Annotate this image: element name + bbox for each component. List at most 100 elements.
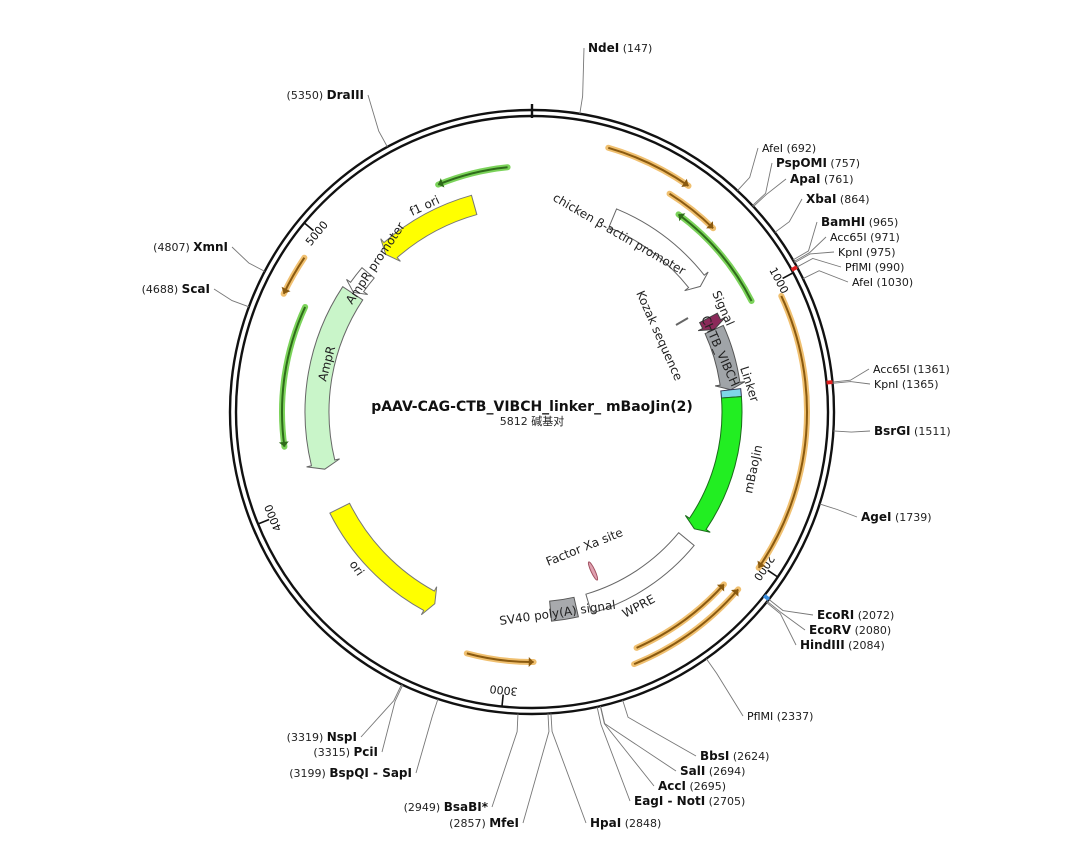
site-label-11: KpnI (1365): [874, 378, 939, 391]
orf-arrowhead-5: [528, 656, 534, 667]
orf-glow-8: [435, 164, 511, 188]
site-label-14: EcoRI (2072): [817, 608, 894, 622]
orf-arrowhead-3: [716, 584, 725, 592]
site-mark-1: [762, 594, 771, 601]
site-leader-7: [794, 251, 835, 264]
site-leader-3: [753, 178, 787, 207]
orf-arc-0: [608, 146, 690, 187]
site-leader-16: [766, 602, 797, 646]
site-leader-14: [768, 598, 814, 616]
feature-mbaojin: [684, 396, 743, 533]
site-label-4: XbaI (864): [806, 192, 869, 206]
site-leader-13: [819, 503, 858, 518]
site-leader-11: [832, 381, 871, 385]
orf-arrowhead-8: [438, 178, 445, 188]
feature-f1-ori: [380, 194, 478, 262]
orf-arc-6: [282, 257, 306, 295]
site-leader-12: [833, 430, 871, 433]
site-label-22: HpaI (2848): [590, 816, 661, 830]
site-label-8: PflMI (990): [845, 261, 904, 274]
feature-sv40: [549, 596, 579, 622]
site-leader-29: [231, 246, 265, 272]
site-leader-18: [622, 699, 697, 757]
site-leader-22: [550, 713, 587, 824]
plasmid-title: pAAV-CAG-CTB_VIBCH_linker_ mBaoJin(2): [371, 399, 693, 415]
orf-arc-2: [757, 295, 808, 569]
site-label-7: KpnI (975): [838, 246, 896, 259]
site-leader-25: [415, 698, 439, 774]
orf-arcs: [278, 144, 810, 668]
site-leader-8: [796, 257, 842, 268]
label-factor-xa: Factor Xa site: [544, 525, 625, 569]
site-label-3: ApaI (761): [790, 172, 854, 186]
orf-arrowhead-1: [706, 221, 714, 229]
feature-signal: [697, 312, 726, 332]
site-label-30: (5350) DraIII: [287, 88, 364, 102]
site-leader-9: [802, 270, 849, 283]
feature-factor-xa: [587, 561, 599, 581]
feature-ori: [329, 502, 438, 616]
orf-arrowhead-4: [731, 589, 739, 597]
label-mbaojin: mBaoJin: [741, 444, 765, 495]
orf-arrowhead-9: [278, 441, 289, 447]
site-leader-24: [491, 713, 519, 808]
site-label-2: PspOMI (757): [776, 156, 860, 170]
site-label-16: HindIII (2084): [800, 638, 885, 652]
label-kozak: Kozak sequence: [633, 289, 685, 383]
tick-mark-1000: [782, 272, 794, 280]
orf-arrowhead-2: [757, 560, 766, 568]
site-leader-21: [596, 706, 631, 802]
tick-label-5000: 5000: [303, 219, 331, 249]
features: [304, 194, 746, 622]
site-leader-27: [360, 684, 403, 738]
site-label-0: NdeI (147): [588, 41, 652, 55]
orf-glow-9: [279, 303, 309, 450]
site-mark-2: [790, 265, 798, 272]
site-leader-17: [705, 658, 744, 717]
tick-label-3000: 3000: [489, 682, 518, 698]
label-chicken-actin-promoter: chicken β-actin promoter: [551, 190, 688, 277]
plasmid-size: 5812 碱基对: [500, 414, 565, 428]
orf-arc-4: [633, 588, 739, 666]
site-label-10: Acc65I (1361): [873, 363, 950, 376]
site-label-23: (2857) MfeI: [449, 816, 519, 830]
site-label-17: PflMI (2337): [747, 710, 813, 723]
site-label-24: (2949) BsaBI*: [404, 800, 489, 814]
site-leader-4: [774, 198, 803, 233]
tick-mark-3000: [501, 694, 504, 707]
site-leader-20: [599, 706, 655, 787]
orf-arrowhead-6: [281, 286, 291, 294]
feature-wpre: [585, 532, 695, 614]
tick-mark-2000: [767, 569, 779, 578]
orf-arrowhead-0: [681, 178, 689, 188]
site-leader-2: [752, 162, 773, 206]
site-leader-6: [793, 236, 827, 263]
site-leader-1: [737, 147, 759, 191]
site-label-15: EcoRV (2080): [809, 623, 891, 637]
site-labels: NdeI (147)AfeI (692)PspOMI (757)ApaI (76…: [142, 41, 951, 830]
tick-label-4000: 4000: [262, 502, 285, 533]
site-label-21: EagI - NotI (2705): [634, 794, 745, 808]
site-marks: [762, 265, 833, 601]
site-label-18: BbsI (2624): [700, 749, 769, 763]
feature-ctb: [704, 324, 746, 391]
site-label-25: (3199) BspQI - SapI: [289, 766, 412, 780]
orf-arrowhead-7: [678, 213, 686, 222]
site-leader-5: [792, 221, 818, 261]
site-label-13: AgeI (1739): [861, 510, 932, 524]
tick-label-1000: 1000: [766, 265, 791, 296]
site-label-19: SalI (2694): [680, 764, 745, 778]
site-leader-0: [579, 47, 585, 114]
site-label-12: BsrGI (1511): [874, 424, 951, 438]
site-leader-28: [213, 288, 250, 308]
site-label-28: (4688) ScaI: [142, 282, 210, 296]
site-label-6: Acc65I (971): [830, 231, 900, 244]
orf-arc-7: [677, 213, 753, 302]
tick-mark-4000: [257, 518, 270, 525]
site-leaders: [213, 47, 871, 824]
site-leader-30: [367, 94, 388, 148]
site-label-20: AccI (2695): [658, 779, 726, 793]
site-label-5: BamHI (965): [821, 215, 898, 229]
site-label-29: (4807) XmnI: [153, 240, 228, 254]
